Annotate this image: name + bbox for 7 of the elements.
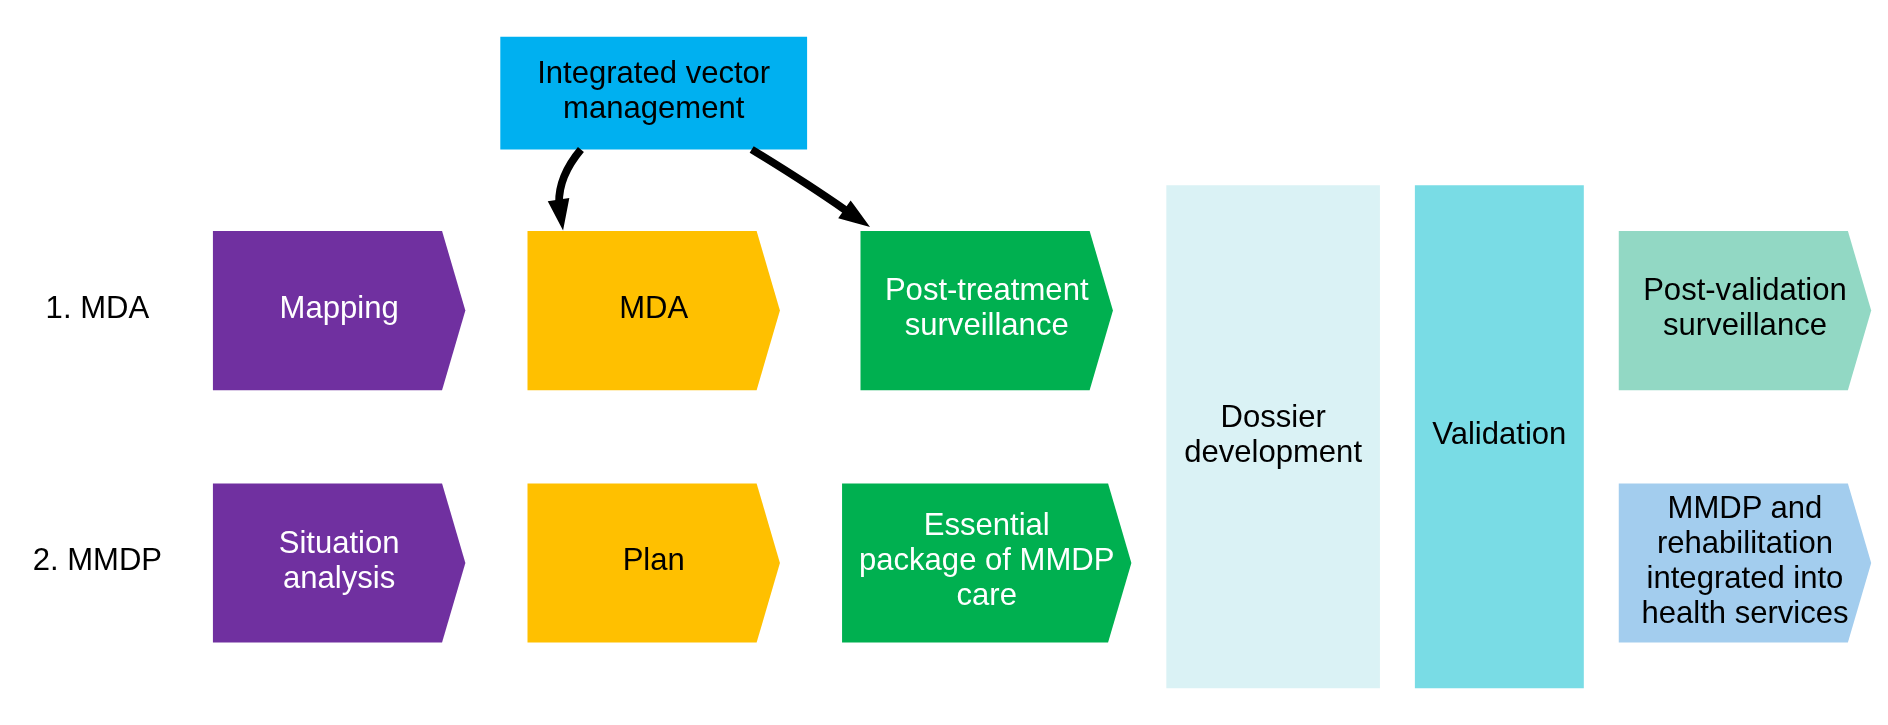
arrow (749, 146, 871, 228)
node-box: Dossier development (1166, 185, 1380, 689)
label: 1. MDA (45, 289, 150, 325)
arrow (547, 147, 584, 231)
node-box: Validation (1414, 185, 1584, 689)
label: 2. MMDP (32, 542, 163, 578)
node-box: Integrated vector management (500, 36, 808, 150)
